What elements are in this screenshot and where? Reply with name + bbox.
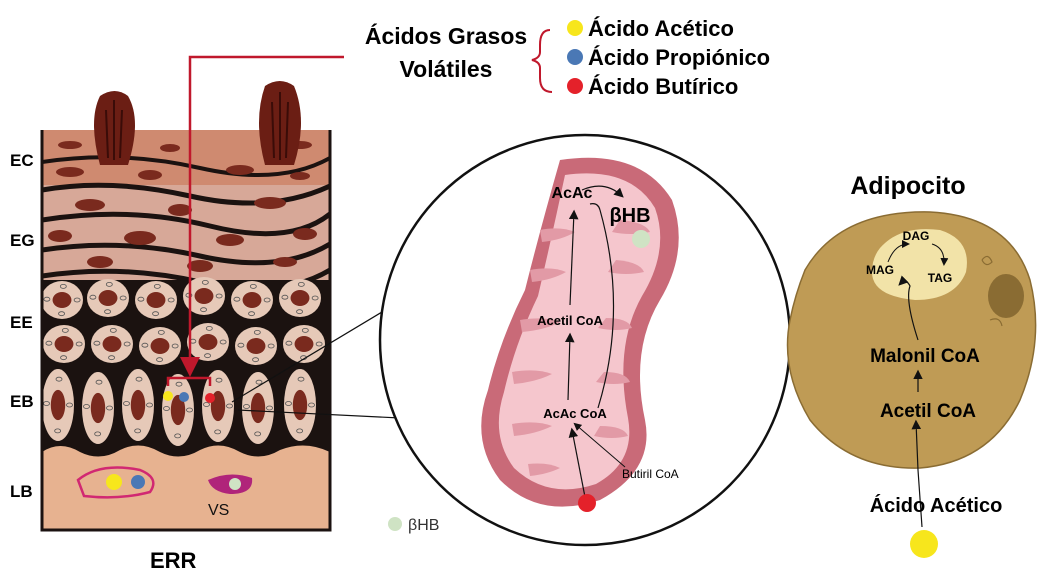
label-acac: AcAc: [552, 185, 593, 202]
bhb-legend: βHB: [388, 517, 439, 534]
layer-labels: EC EG EE EB LB: [10, 151, 35, 501]
cell-nucleus: [53, 292, 72, 308]
vfa-item-label: Ácido Propiónico: [588, 45, 770, 70]
lamina-basal: [42, 450, 330, 530]
butyrate-dot: [578, 494, 596, 512]
label-malonil-coa: Malonil CoA: [870, 346, 980, 367]
label-butiril-coa: Butiril CoA: [622, 467, 679, 481]
label-acetil-coa: Acetil CoA: [537, 313, 603, 328]
cell-nucleus: [51, 390, 65, 420]
adipocyte-title: Adipocito: [850, 172, 965, 200]
layer-label-eb: EB: [10, 392, 34, 411]
label-tag: TAG: [928, 271, 952, 285]
rumen-epithelium: VS EC EG EE EB LB ERR: [10, 81, 330, 573]
cell-nucleus: [55, 336, 74, 352]
vessel-label: VS: [208, 502, 229, 519]
label-acido-acetico: Ácido Acético: [870, 494, 1003, 517]
cell-nucleus: [195, 288, 214, 304]
cell-nucleus: [291, 290, 310, 306]
cell-nucleus: [131, 390, 145, 420]
mitochondrion-zoom: AcAc βHB Acetil CoA AcAc CoA Butiril CoA: [380, 135, 790, 545]
adipocyte: Adipocito DAG MAG TAG Malonil CoA Acetil…: [788, 172, 1036, 558]
label-bhb: βHB: [609, 205, 650, 227]
bhb-legend-label: βHB: [408, 517, 439, 534]
cell-nucleus: [103, 336, 122, 352]
cell-nucleus: [91, 393, 105, 423]
layer-label-lb: LB: [10, 482, 33, 501]
adipocyte-nucleus: [988, 274, 1024, 318]
cell-nucleus: [247, 338, 266, 354]
label-dag: DAG: [903, 229, 930, 243]
cell-nucleus: [151, 338, 170, 354]
cell-nucleus: [199, 334, 218, 350]
cell-nucleus: [293, 390, 307, 420]
vfa-legend: Ácidos Grasos Volátiles Ácido AcéticoÁci…: [365, 16, 770, 99]
vfa-title-line2: Volátiles: [400, 56, 493, 82]
cell-nucleus: [147, 292, 166, 308]
label-acetil-coa-adipo: Acetil CoA: [880, 401, 976, 422]
vfa-dot-1: [567, 49, 583, 65]
acetate-dot: [910, 530, 938, 558]
cell-nucleus: [295, 336, 314, 352]
cell-nucleus: [243, 292, 262, 308]
vfa-dot-0: [567, 20, 583, 36]
layer-label-ee: EE: [10, 313, 33, 332]
cell-nucleus: [251, 393, 265, 423]
vfa-title-line1: Ácidos Grasos: [365, 22, 527, 49]
label-mag: MAG: [866, 263, 894, 277]
layer-label-ec: EC: [10, 151, 34, 170]
bhb-dot-mito: [632, 230, 650, 248]
vfa-item-label: Ácido Butírico: [588, 74, 738, 99]
label-acac-coa: AcAc CoA: [543, 406, 607, 421]
vfa-item-label: Ácido Acético: [588, 16, 734, 41]
vfa-dot-2: [567, 78, 583, 94]
epithelium-caption: ERR: [150, 548, 197, 573]
cell-nucleus: [99, 290, 118, 306]
layer-label-eg: EG: [10, 231, 35, 250]
